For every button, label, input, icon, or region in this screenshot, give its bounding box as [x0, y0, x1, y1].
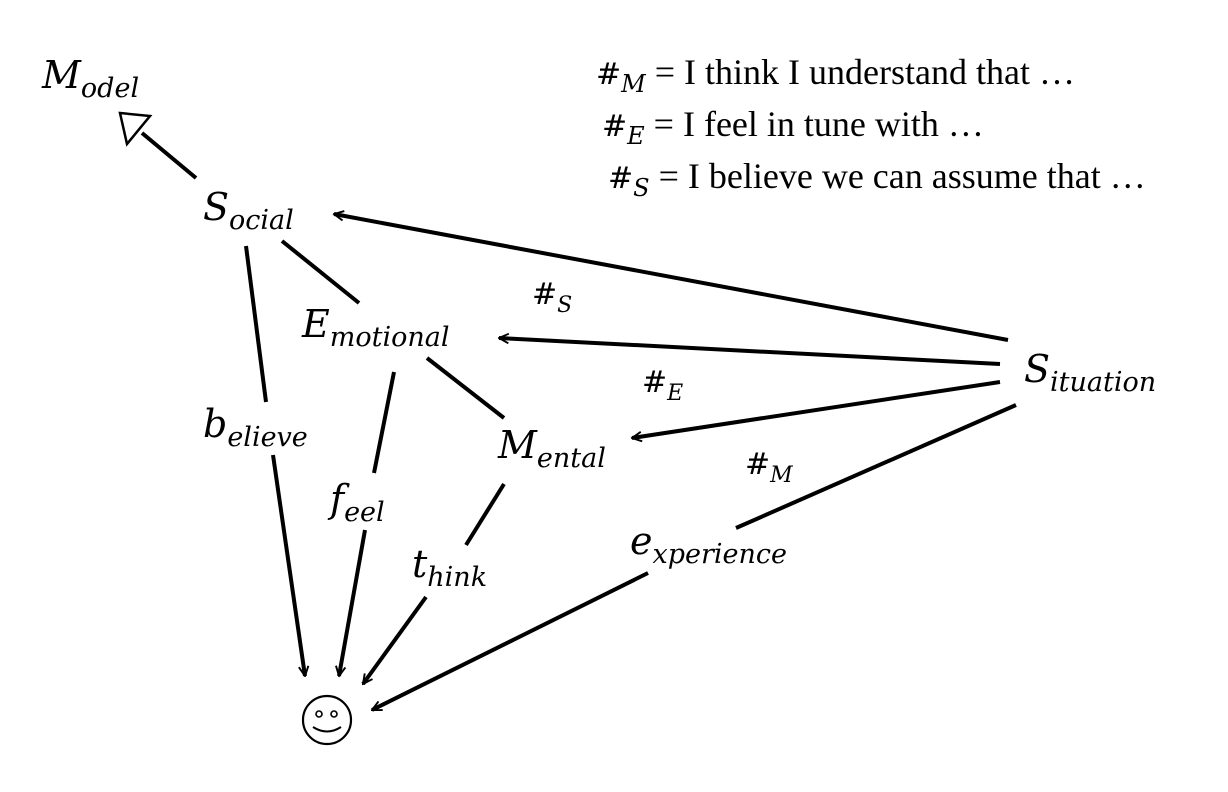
- edge-label-hash-s-sub: S: [557, 293, 573, 318]
- edge-label-hash-e-sub: E: [667, 381, 684, 406]
- edge-feel-person: [339, 529, 367, 676]
- legend-row-m: #M = I think I understand that …: [596, 48, 1146, 100]
- node-social-main: S: [203, 185, 230, 229]
- legend-text: = I feel in tune with …: [644, 104, 984, 144]
- edge-label-experience: experience: [630, 519, 787, 568]
- node-social-sub: ocial: [229, 205, 294, 236]
- edge-emotional-mental: [425, 356, 506, 420]
- node-model-sub: odel: [80, 73, 140, 104]
- legend-hash: #: [596, 57, 622, 92]
- legend-sub: M: [621, 70, 646, 98]
- node-social: Social: [203, 185, 294, 234]
- legend-row-e: #E = I feel in tune with …: [596, 100, 1146, 152]
- edge-label-hash-e-main: #: [642, 365, 668, 400]
- edge-label-hash-e: #E: [642, 365, 683, 405]
- edge-label-believe-sub: elieve: [227, 422, 308, 453]
- edge-label-hash-s-main: #: [532, 277, 558, 312]
- hollow-triangle-arrowhead: [118, 111, 153, 147]
- node-model: Model: [42, 53, 139, 102]
- node-emotional-sub: motional: [329, 322, 450, 353]
- node-situation-sub: ituation: [1050, 367, 1157, 398]
- edge-situation-experience: [735, 403, 1017, 530]
- edge-situation-social: [334, 214, 1009, 342]
- edge-mental-think: [464, 482, 506, 547]
- node-situation: Situation: [1024, 347, 1156, 396]
- edge-label-experience-sub: xperience: [652, 539, 788, 570]
- legend-hash: #: [602, 109, 628, 144]
- legend-hash: #: [608, 161, 634, 196]
- edge-label-hash-m-sub: M: [770, 463, 793, 488]
- smiley-face-icon: [301, 694, 353, 746]
- node-mental-sub: ental: [536, 443, 606, 474]
- node-situation-main: S: [1024, 347, 1051, 391]
- edge-social-emotional: [280, 239, 361, 305]
- legend-row-s: #S = I believe we can assume that …: [596, 152, 1146, 204]
- edge-believe-person: [271, 454, 305, 676]
- legend-sub: S: [633, 174, 650, 202]
- edge-label-believe: believe: [203, 402, 308, 451]
- edge-situation-emotional: [499, 338, 1001, 366]
- edge-emotional-feel: [372, 371, 396, 474]
- edge-label-hash-s: #S: [532, 277, 572, 317]
- edge-label-feel-sub: eel: [344, 497, 385, 528]
- edge-label-believe-main: b: [203, 402, 228, 446]
- legend: #M = I think I understand that … #E = I …: [596, 48, 1146, 204]
- edge-social-model: [140, 131, 198, 180]
- edge-think-person: [361, 595, 428, 684]
- edge-situation-mental: [632, 380, 1001, 438]
- node-emotional: Emotional: [302, 302, 449, 351]
- edge-label-feel-main: f: [330, 477, 345, 521]
- edge-label-think: think: [412, 542, 487, 591]
- edge-social-believe: [244, 245, 268, 403]
- legend-text: = I believe we can assume that …: [649, 156, 1146, 196]
- legend-text: = I think I understand that …: [645, 52, 1075, 92]
- edge-label-hash-m-main: #: [745, 447, 771, 482]
- node-mental: Mental: [498, 423, 606, 472]
- node-mental-main: M: [498, 423, 537, 467]
- node-model-main: M: [42, 53, 81, 97]
- edge-label-think-sub: hink: [427, 562, 488, 593]
- edge-experience-person: [372, 571, 649, 712]
- edge-label-think-main: t: [412, 542, 428, 586]
- edge-label-experience-main: e: [630, 519, 653, 563]
- edge-label-feel: feel: [330, 477, 385, 526]
- legend-sub: E: [627, 122, 645, 150]
- node-emotional-main: E: [302, 302, 330, 346]
- edge-label-hash-m: #M: [745, 447, 793, 487]
